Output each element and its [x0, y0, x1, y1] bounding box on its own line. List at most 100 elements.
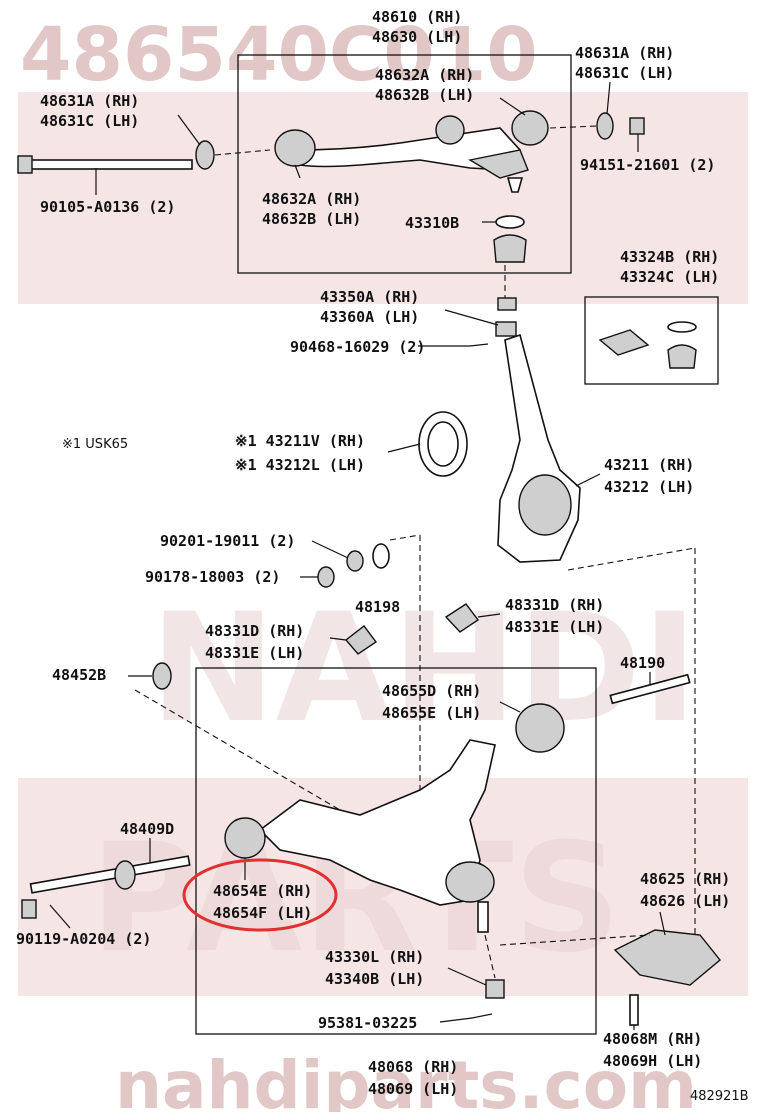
- label-knuckle-lh: 43212 (LH): [604, 478, 694, 496]
- knuckle-nut-lower-icon: [495, 321, 517, 337]
- label-lower-arm-rh: 48068 (RH): [368, 1058, 458, 1076]
- stopper-right-icon: [444, 603, 480, 633]
- washer-48198-icon: [372, 543, 390, 569]
- label-lower-bush-rear-rh: 48655D (RH): [382, 682, 481, 700]
- label-stopper-left-lh: 48331E (LH): [205, 644, 304, 662]
- lower-stud-axis: [484, 934, 496, 979]
- label-upper-washer-left-rh: 48631A (RH): [40, 92, 139, 110]
- leader-upper-bush-rear: [499, 97, 526, 116]
- ball-joint-boot-icon: [493, 234, 527, 263]
- knuckle-drawing: [418, 265, 581, 563]
- nut-18003-icon: [317, 566, 335, 588]
- label-upper-bolt: 90105-A0136 (2): [40, 198, 175, 216]
- boot-kit-drawing: [598, 321, 697, 369]
- washer-axis: [389, 534, 421, 541]
- lower-cotter-icon: [471, 1013, 493, 1019]
- label-lower-arm-lh: 48069 (LH): [368, 1080, 458, 1098]
- label-knuckle-nut-lh: 43360A (LH): [320, 308, 419, 326]
- leader-stopper-right: [477, 613, 501, 618]
- lower-arm-drawing: [21, 703, 721, 1026]
- label-upper-bush-front-lh: 48632B (LH): [262, 210, 361, 228]
- label-upper-washer-left-lh: 48631C (LH): [40, 112, 139, 130]
- cotter-pin-icon: [469, 343, 489, 347]
- label-stopper-right-lh: 48331E (LH): [505, 618, 604, 636]
- watermark-band-top: [18, 92, 748, 304]
- label-upper-bush-rear-lh: 48632B (LH): [375, 86, 474, 104]
- cam-plate-icon: [152, 662, 172, 690]
- boot-kit-grease-icon: [598, 329, 650, 356]
- label-cotter-pin: 90468-16029 (2): [290, 338, 425, 356]
- label-upper-bush-front-rh: 48632A (RH): [262, 190, 361, 208]
- upper-bolt-icon: [21, 159, 193, 170]
- leader-oil-seal: [387, 443, 421, 453]
- upper-arm-shape: [294, 127, 521, 171]
- lower-ball-stud-icon: [477, 901, 489, 933]
- label-nut-18003: 90178-18003 (2): [145, 568, 280, 586]
- labels: 48610 (RH) 48630 (LH) 48632A (RH) 48632B…: [16, 8, 749, 1104]
- ball-joint-boot-ring-icon: [495, 215, 525, 229]
- label-stabilizer-bracket-lh: 48626 (LH): [640, 892, 730, 910]
- upper-arm-box: [237, 54, 572, 274]
- knuckle-to-bracket-axis: [567, 547, 696, 571]
- upper-bush-front-icon: [511, 110, 549, 146]
- upper-bolt-head-icon: [17, 155, 33, 174]
- bracket-axis: [499, 934, 651, 946]
- bolt-19011-icon: [346, 550, 364, 572]
- highlight-ellipse: [182, 858, 338, 932]
- leader-upper-bush-front: [294, 164, 301, 179]
- label-bracket-bolt-lh: 48069H (LH): [603, 1052, 702, 1070]
- label-oil-seal-lh: ※1 43212L (LH): [235, 456, 365, 474]
- leader-lower-cotter: [439, 1017, 473, 1023]
- lower-arm-box: [195, 667, 597, 1035]
- label-cam-bolt: 48190: [620, 654, 665, 672]
- upper-arm-drawing: [17, 110, 645, 263]
- label-bracket-bolt-rh: 48068M (RH): [603, 1030, 702, 1048]
- lower-bolt-icon: [29, 855, 191, 894]
- lower-bush-front-icon: [224, 817, 266, 859]
- label-lower-bush-rear-lh: 48655E (LH): [382, 704, 481, 722]
- label-upper-arm-lh: 48630 (LH): [372, 28, 462, 46]
- label-cam-48409: 48409D: [120, 820, 174, 838]
- upper-bush-rear-icon: [274, 129, 316, 167]
- lower-ball-joint-icon: [445, 861, 495, 903]
- middle-parts-drawing: [134, 534, 696, 935]
- label-knuckle-nut-rh: 43350A (RH): [320, 288, 419, 306]
- label-lower-bush-front-lh: 48654F (LH): [213, 904, 312, 922]
- oil-seal-inner-icon: [427, 421, 459, 467]
- upper-washer-left-icon: [195, 140, 215, 170]
- upper-washer-right-icon: [596, 112, 614, 140]
- leader-knuckle: [575, 473, 601, 487]
- label-upper-washer-right-rh: 48631A (RH): [575, 44, 674, 62]
- upper-ball-stud-icon: [506, 177, 524, 193]
- watermark-brand: NAHDI: [150, 582, 698, 756]
- boot-kit-box: [584, 296, 719, 385]
- label-ball-joint-boot: 43310B: [405, 214, 459, 232]
- upper-arm-ball-housing: [468, 149, 529, 179]
- label-stopper-right-rh: 48331D (RH): [505, 596, 604, 614]
- lower-arm-shape: [258, 739, 496, 906]
- watermark: 486540C010 NAHDI PARTS nahdiparts.com: [18, 12, 748, 1112]
- bracket-bolt-icon: [629, 994, 639, 1026]
- knuckle-hub-bore: [518, 474, 572, 536]
- diagram-code: 482921B: [690, 1089, 749, 1104]
- label-oil-seal-rh: ※1 43211V (RH): [235, 432, 365, 450]
- label-stabilizer-bracket-rh: 48625 (RH): [640, 870, 730, 888]
- cam-48409-icon: [114, 860, 136, 890]
- label-lower-bush-front-rh: 48654E (RH): [213, 882, 312, 900]
- label-washer-48198: 48198: [355, 598, 400, 616]
- label-boot-kit-rh: 43324B (RH): [620, 248, 719, 266]
- upper-nut-icon: [629, 117, 645, 135]
- boot-kit-boot-icon: [667, 344, 697, 369]
- label-upper-washer-right-lh: 48631C (LH): [575, 64, 674, 82]
- leader-bolt-19011: [311, 540, 349, 559]
- watermark-site: nahdiparts.com: [115, 1047, 697, 1112]
- lower-nut-icon: [485, 979, 505, 999]
- boot-kit-ring-icon: [667, 321, 697, 333]
- cam-bolt-icon: [609, 673, 691, 705]
- label-boot-kit-lh: 43324C (LH): [620, 268, 719, 286]
- label-bolt-19011: 90201-19011 (2): [160, 532, 295, 550]
- leader-knuckle-nut: [444, 309, 499, 326]
- label-upper-arm-rh: 48610 (RH): [372, 8, 462, 26]
